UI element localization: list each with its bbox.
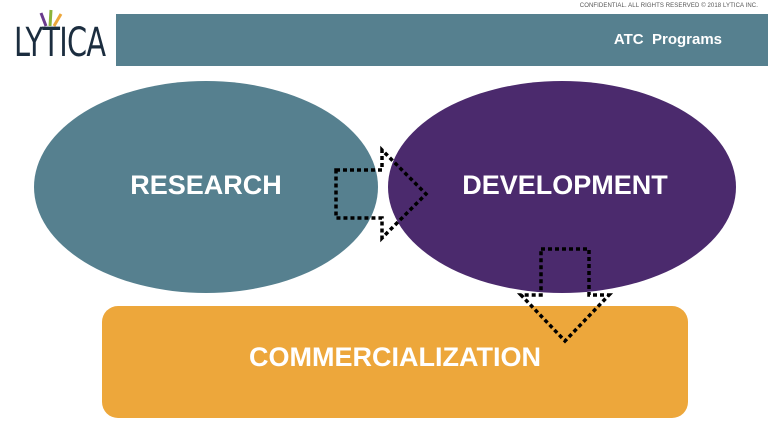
confidential-note: CONFIDENTIAL. ALL RIGHTS RESERVED © 2018… (579, 3, 758, 9)
lytica-logo: LYTICA (14, 8, 106, 70)
arrow-research-to-development (334, 145, 429, 243)
commercialization-node (102, 306, 688, 418)
commercialization-label: COMMERCIALIZATION (249, 342, 541, 372)
development-node (388, 81, 736, 293)
header-bar: ATC Programs (116, 14, 768, 66)
development-label: DEVELOPMENT (462, 170, 668, 200)
logo-wordmark: LYTICA (14, 20, 106, 66)
slide-title: ATC Programs (613, 31, 722, 48)
research-node (34, 81, 378, 293)
research-label: RESEARCH (130, 170, 282, 200)
logo-accent-icon (39, 9, 63, 27)
